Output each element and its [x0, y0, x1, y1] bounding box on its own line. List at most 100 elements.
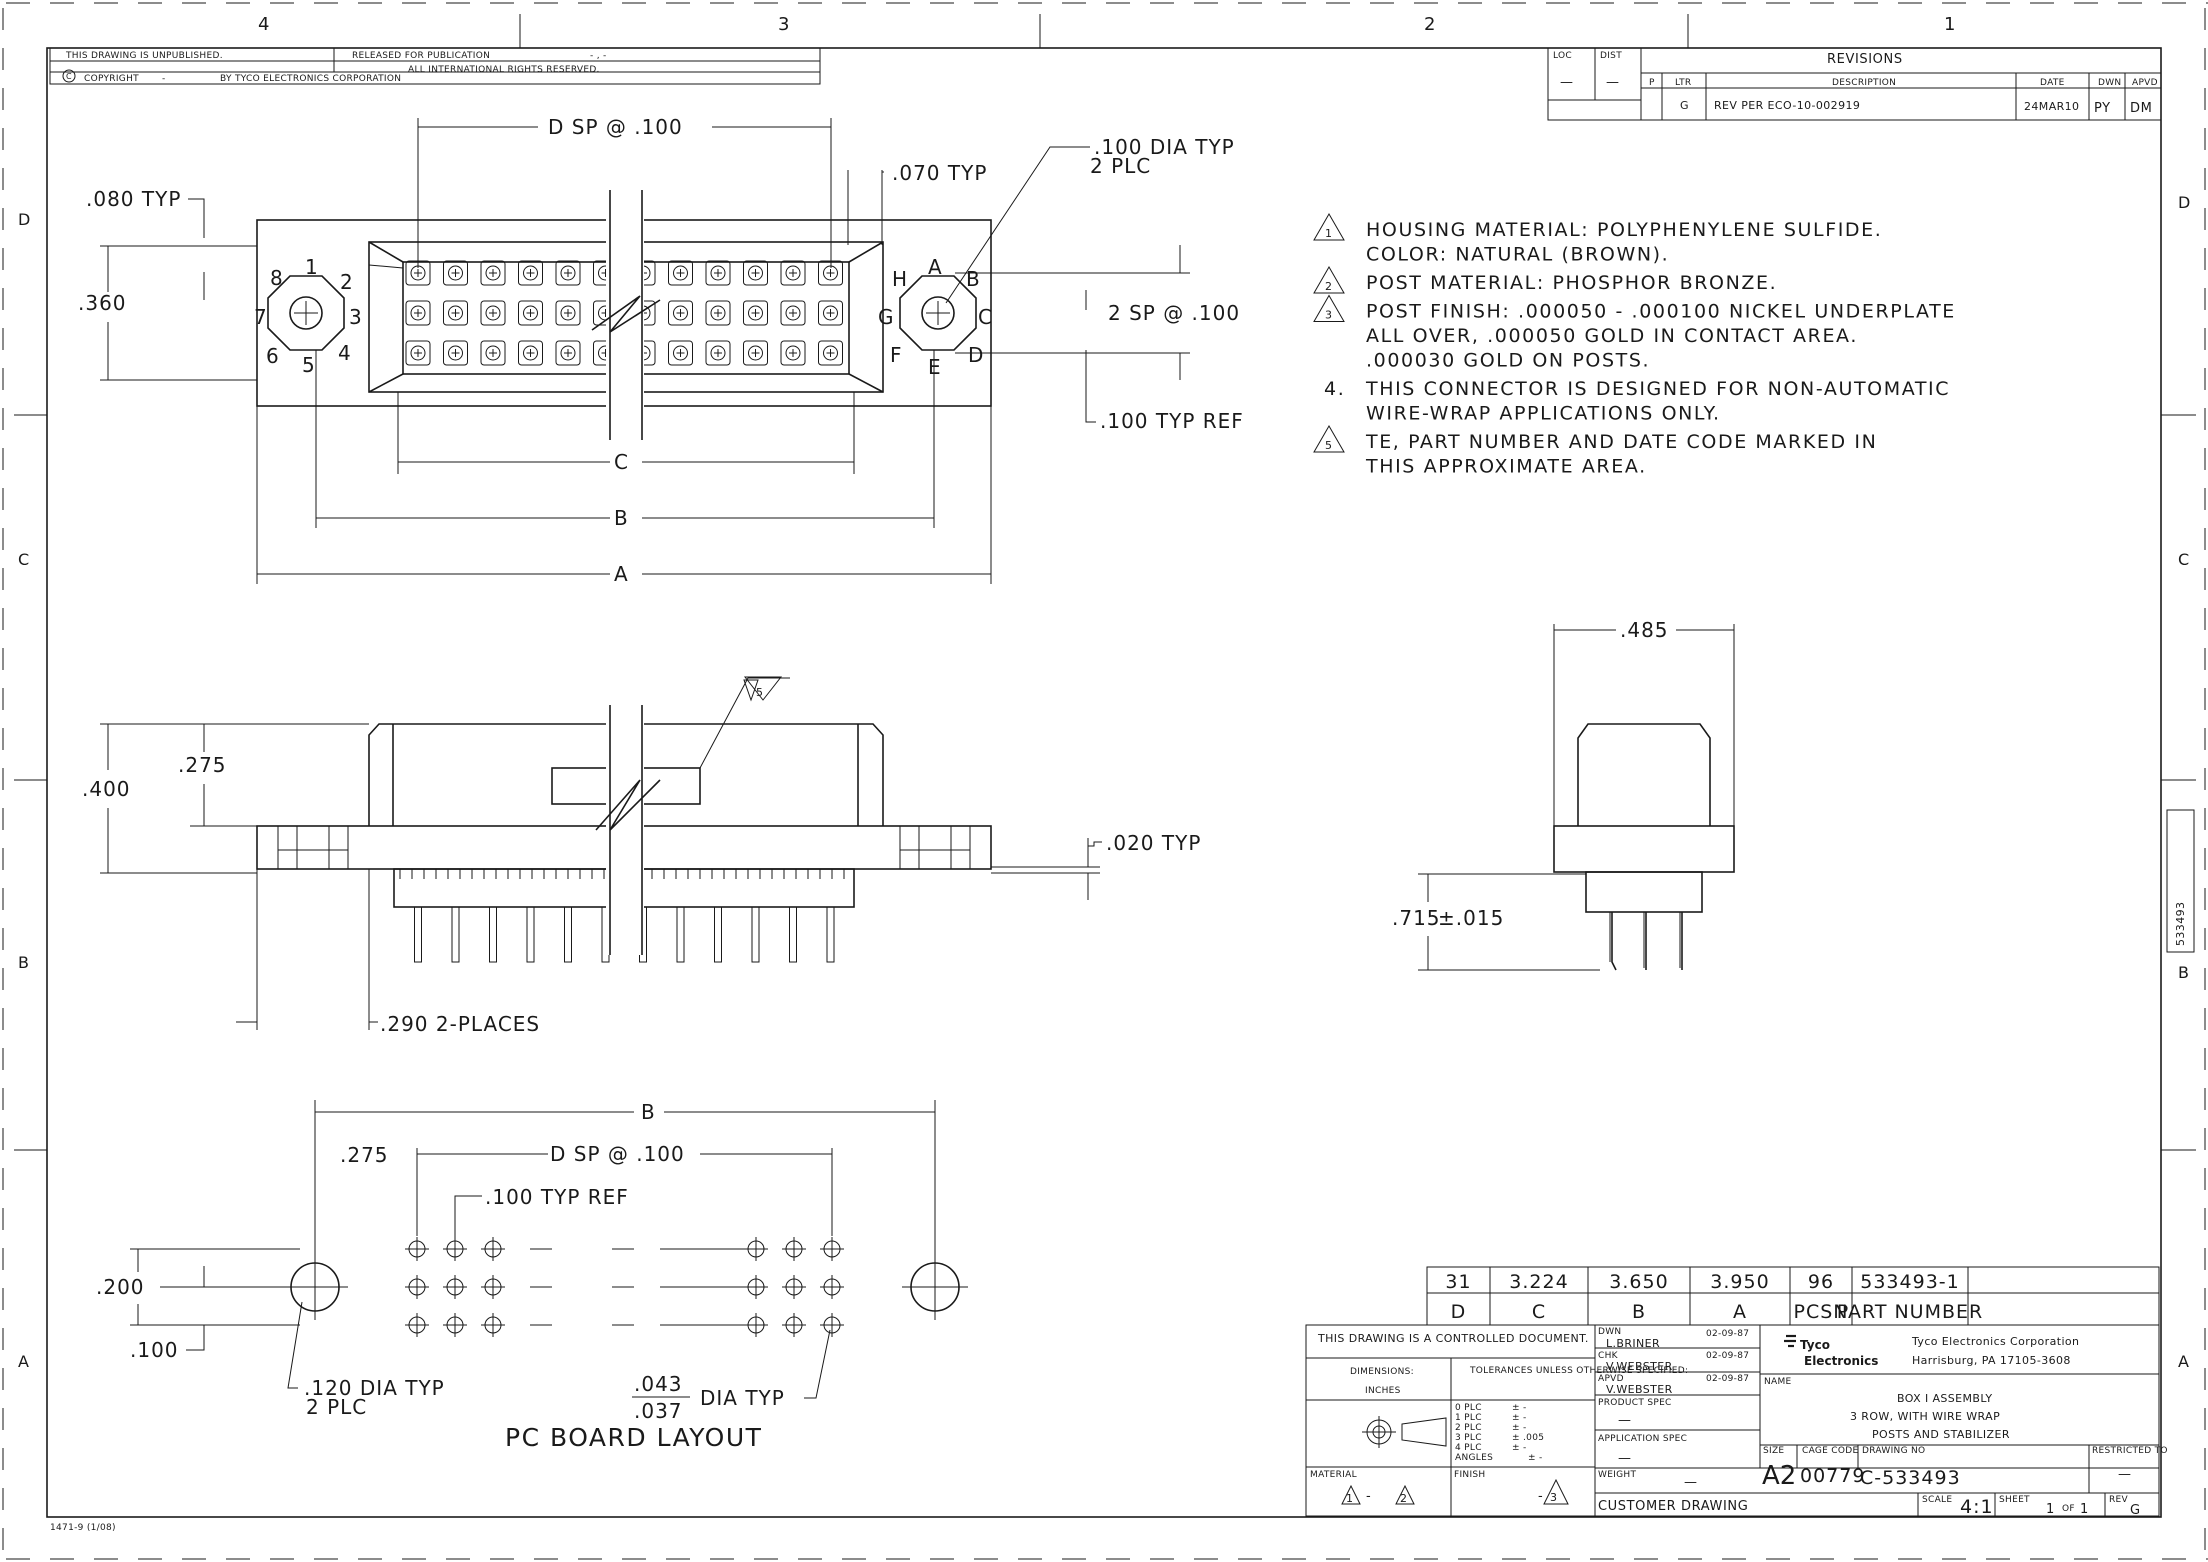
dim-100-dia-typ: .100 DIA TYP: [1094, 135, 1235, 159]
weight-label: WEIGHT: [1598, 1470, 1636, 1480]
cage-code: 00779: [1800, 1465, 1865, 1487]
finish-note-ref-3: 3: [1550, 1491, 1557, 1504]
part-table-value-1: 3.224: [1509, 1271, 1568, 1293]
left-pin-label-5: 5: [302, 353, 316, 377]
revision-row-description: REV PER ECO-10-002919: [1714, 99, 1860, 112]
tolerance-value-2: ± -: [1512, 1423, 1527, 1433]
application-spec-value: —: [1618, 1451, 1632, 1466]
part-table-value-5: 533493-1: [1860, 1271, 1959, 1293]
revisions-header-ltr: LTR: [1675, 78, 1691, 88]
approved-date: 02-09-87: [1706, 1374, 1749, 1384]
dim-100-typ-ref: .100 TYP REF: [1100, 409, 1244, 433]
note-4-line-0: TE, PART NUMBER AND DATE CODE MARKED IN: [1365, 431, 1877, 453]
pcb-hole-min-dia: .037: [634, 1399, 683, 1423]
sheet-number: 1: [2046, 1502, 2055, 1517]
left-stabilizer-octagon: [267, 275, 345, 351]
dim-400-height: .400: [82, 777, 131, 801]
part-table-value-2: 3.650: [1609, 1271, 1668, 1293]
dim-360-height: .360: [78, 291, 127, 315]
tolerances-label: TOLERANCES UNLESS OTHERWISE SPECIFIED:: [1469, 1366, 1688, 1376]
zone-labels: 4 3 2 1 D C B A D C B A: [18, 14, 2190, 1371]
tolerance-place-3: 3 PLC: [1455, 1433, 1482, 1443]
dim-2-spacing: 2 SP @ .100: [1108, 301, 1240, 325]
dim-b: B: [614, 506, 629, 530]
dim-290-2-places: .290 2-PLACES: [380, 1012, 540, 1036]
connector-end-view: .485 .715 ±.015: [1392, 618, 1735, 971]
drawing-frame: [46, 47, 2162, 1518]
revisions-title: REVISIONS: [1827, 52, 1903, 67]
finish-label: FINISH: [1454, 1470, 1486, 1480]
tolerance-place-2: 2 PLC: [1455, 1423, 1482, 1433]
rights-text: ALL INTERNATIONAL RIGHTS RESERVED.: [408, 65, 600, 75]
company-by-text: BY TYCO ELECTRONICS CORPORATION: [220, 74, 401, 84]
copyright-dash: -: [162, 74, 166, 84]
zone-row-d-right: D: [2178, 193, 2190, 212]
size-label: SIZE: [1763, 1446, 1784, 1456]
zone-col-4: 4: [258, 14, 269, 35]
publication-header: THIS DRAWING IS UNPUBLISHED. RELEASED FO…: [49, 47, 821, 85]
tolerance-value-1: ± -: [1512, 1413, 1527, 1423]
drawing-name-line-2: 3 ROW, WITH WIRE WRAP: [1850, 1410, 2000, 1423]
part-table-label-4: PCSN: [1794, 1301, 1849, 1323]
side-tab-part-number: 533493: [2174, 902, 2187, 946]
pc-board-layout: B D SP @ .100 .275 .100 TYP REF .200 .10…: [96, 1100, 968, 1452]
revisions-loc-label: LOC: [1553, 51, 1572, 61]
revisions-dist-value: —: [1606, 75, 1620, 90]
dim-d-spacing: D SP @ .100: [548, 115, 683, 139]
note-number-0: 1: [1325, 227, 1332, 240]
drawing-number: C-533493: [1860, 1467, 1961, 1489]
pcb-dim-120-dia-typ: .120 DIA TYP: [304, 1376, 445, 1400]
checked-by: V.WEBSTER: [1606, 1360, 1673, 1373]
right-pin-label-3: D: [968, 343, 984, 367]
note-2-line-2: .000030 GOLD ON POSTS.: [1366, 350, 1650, 372]
sheet-label: SHEET: [1999, 1495, 2030, 1505]
chk-label: CHK: [1598, 1351, 1619, 1361]
approved-by: V.WEBSTER: [1606, 1383, 1673, 1396]
copyright-icon: [62, 69, 76, 83]
dim-c: C: [614, 450, 629, 474]
part-table-label-5: PART NUMBER: [1837, 1301, 1983, 1323]
left-pin-label-6: 6: [266, 344, 280, 368]
part-table-value-4: 96: [1808, 1271, 1834, 1293]
note-number-4: 5: [1325, 439, 1332, 452]
zone-col-1: 1: [1944, 14, 1955, 35]
pcb-dim-d-spacing: D SP @ .100: [550, 1142, 685, 1166]
dim-2-plc: 2 PLC: [1090, 154, 1151, 178]
dim-020-typ: .020 TYP: [1106, 831, 1201, 855]
note-3-line-0: THIS CONNECTOR IS DESIGNED FOR NON-AUTOM…: [1365, 378, 1950, 400]
restricted-to-value: —: [2118, 1467, 2132, 1482]
zone-row-b-right: B: [2178, 963, 2189, 982]
logo-text-electronics: Electronics: [1804, 1354, 1878, 1368]
note-2-line-0: POST FINISH: .000050 - .000100 NICKEL UN…: [1366, 301, 1956, 323]
tolerance-place-5: ANGLES: [1455, 1453, 1493, 1463]
company-address: Harrisburg, PA 17105-3608: [1912, 1354, 2071, 1367]
note-2-line-1: ALL OVER, .000050 GOLD IN CONTACT AREA.: [1366, 325, 1858, 347]
revision-row-ltr: G: [1680, 99, 1689, 112]
end-view-flange: [1553, 825, 1735, 873]
part-table-label-3: A: [1733, 1301, 1747, 1323]
dimensions-label: DIMENSIONS:: [1350, 1367, 1414, 1377]
revision-row-date: 24MAR10: [2024, 100, 2079, 113]
part-table-value-0: 31: [1445, 1271, 1471, 1293]
product-spec-label: PRODUCT SPEC: [1598, 1398, 1672, 1408]
tolerance-value-3: ± .005: [1512, 1433, 1544, 1443]
revisions-header-date: DATE: [2040, 78, 2065, 88]
zone-row-c-left: C: [18, 550, 29, 569]
cage-code-label: CAGE CODE: [1802, 1446, 1859, 1456]
pcb-hole-max-dia: .043: [634, 1372, 683, 1396]
note-0-line-1: COLOR: NATURAL (BROWN).: [1366, 244, 1669, 266]
front-contact-ticks: [399, 869, 845, 879]
tolerance-value-0: ± -: [1512, 1403, 1527, 1413]
zone-col-2: 2: [1424, 14, 1435, 35]
right-pin-label-5: F: [890, 343, 903, 367]
material-note-ref-2: 2: [1400, 1492, 1407, 1505]
dim-715-length: .715: [1392, 906, 1441, 930]
left-pin-label-2: 2: [340, 270, 354, 294]
right-pin-label-1: B: [966, 267, 981, 291]
rev-label: REV: [2109, 1495, 2129, 1505]
revision-letter: G: [2130, 1503, 2141, 1518]
